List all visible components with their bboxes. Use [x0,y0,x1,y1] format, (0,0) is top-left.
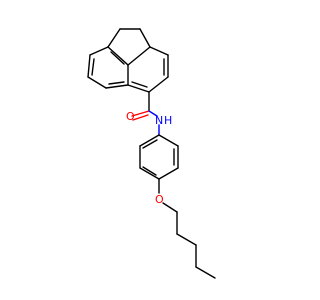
bond-ch2-c [139,28,151,48]
bond [139,134,160,147]
acenaphthene-left-ring [87,46,129,89]
bond-double-inner [142,166,157,176]
bond [127,84,150,93]
bond-chain [195,266,216,279]
bond-ring-fusion [127,46,151,66]
acenaphthene-right-ring [127,46,169,93]
bond-double-inner [142,139,158,149]
bond-ch2-c [107,28,121,48]
bond-c-n [148,110,158,117]
acenaphthene-five-membered-ring [107,28,151,66]
bond-ring-fusion [107,46,129,66]
atom-label-oxygen-carbonyl: O [126,110,135,123]
bond-double-inner [108,81,125,85]
atom-label-nitrogen: N [155,114,163,127]
bond [148,76,169,93]
bond-chain [176,233,197,246]
bond-carbonyl-double [132,114,149,121]
amide-group [131,91,160,136]
atom-label-hydrogen: H [164,114,172,127]
bond-double-inner [131,81,148,88]
bond-o-ch2 [162,202,178,213]
bond [149,46,169,56]
bond [139,167,160,180]
pentyloxy-chain [158,178,216,279]
bond [158,167,179,180]
bond [105,84,129,89]
molecule-structure-drawing: O N H O [87,28,216,279]
bond [89,46,109,56]
phenyl-ring [139,134,179,180]
atom-label-oxygen-ether: O [155,193,164,206]
bond [158,134,179,147]
bond [87,76,107,89]
bond-carbonyl-double [131,110,150,117]
bond-double-inner [91,58,95,76]
bond-double-inner [110,51,125,65]
bond [87,54,91,78]
